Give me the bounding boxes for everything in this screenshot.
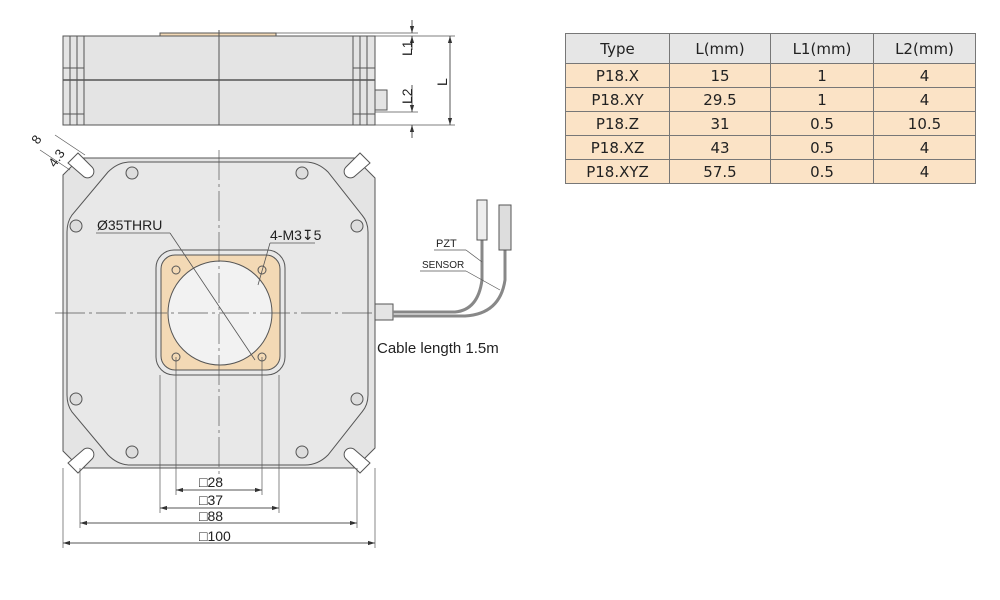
table-cell: P18.XZ [565,135,670,160]
table-header-row: Type L(mm) L1(mm) L2(mm) [565,33,976,64]
table-cell: 1 [770,63,874,88]
side-view [62,20,455,138]
table-cell: 0.5 [770,135,874,160]
table-cell: 4 [873,159,976,184]
dim-100: □100 [199,528,231,544]
plan-view [39,134,512,548]
table-cell: 0.5 [770,111,874,136]
table-cell: 0.5 [770,159,874,184]
table-cell: P18.Z [565,111,670,136]
table-cell: 1 [770,87,874,112]
table-cell: 4 [873,87,976,112]
table-cell: P18.XY [565,87,670,112]
header-l2: L2(mm) [873,33,976,64]
table-cell: 10.5 [873,111,976,136]
header-l: L(mm) [669,33,771,64]
dim-88: □88 [199,508,223,524]
table-cell: 57.5 [669,159,771,184]
l2-label: L2 [399,88,415,104]
table-cell: 29.5 [669,87,771,112]
bore-callout: Ø35THRU [97,217,162,233]
pzt-label: PZT [436,238,457,250]
table-cell: P18.XYZ [565,159,670,184]
table-cell: 31 [669,111,771,136]
dim-37: □37 [199,492,223,508]
l1-label: L1 [399,40,415,56]
dim-28: □28 [199,474,223,490]
thread-callout: 4-M3↧5 [270,227,322,243]
table-cell: P18.X [565,63,670,88]
sensor-label: SENSOR [422,260,464,271]
header-type: Type [565,33,670,64]
technical-drawing: L1 L L2 [28,20,512,548]
slot-width-label: 8 [28,132,44,147]
table-cell: 15 [669,63,771,88]
cable-length-label: Cable length 1.5m [377,340,499,357]
l-label: L [434,78,450,86]
table-cell: 4 [873,135,976,160]
table-cell: 43 [669,135,771,160]
table-cell: 4 [873,63,976,88]
header-l1: L1(mm) [770,33,874,64]
